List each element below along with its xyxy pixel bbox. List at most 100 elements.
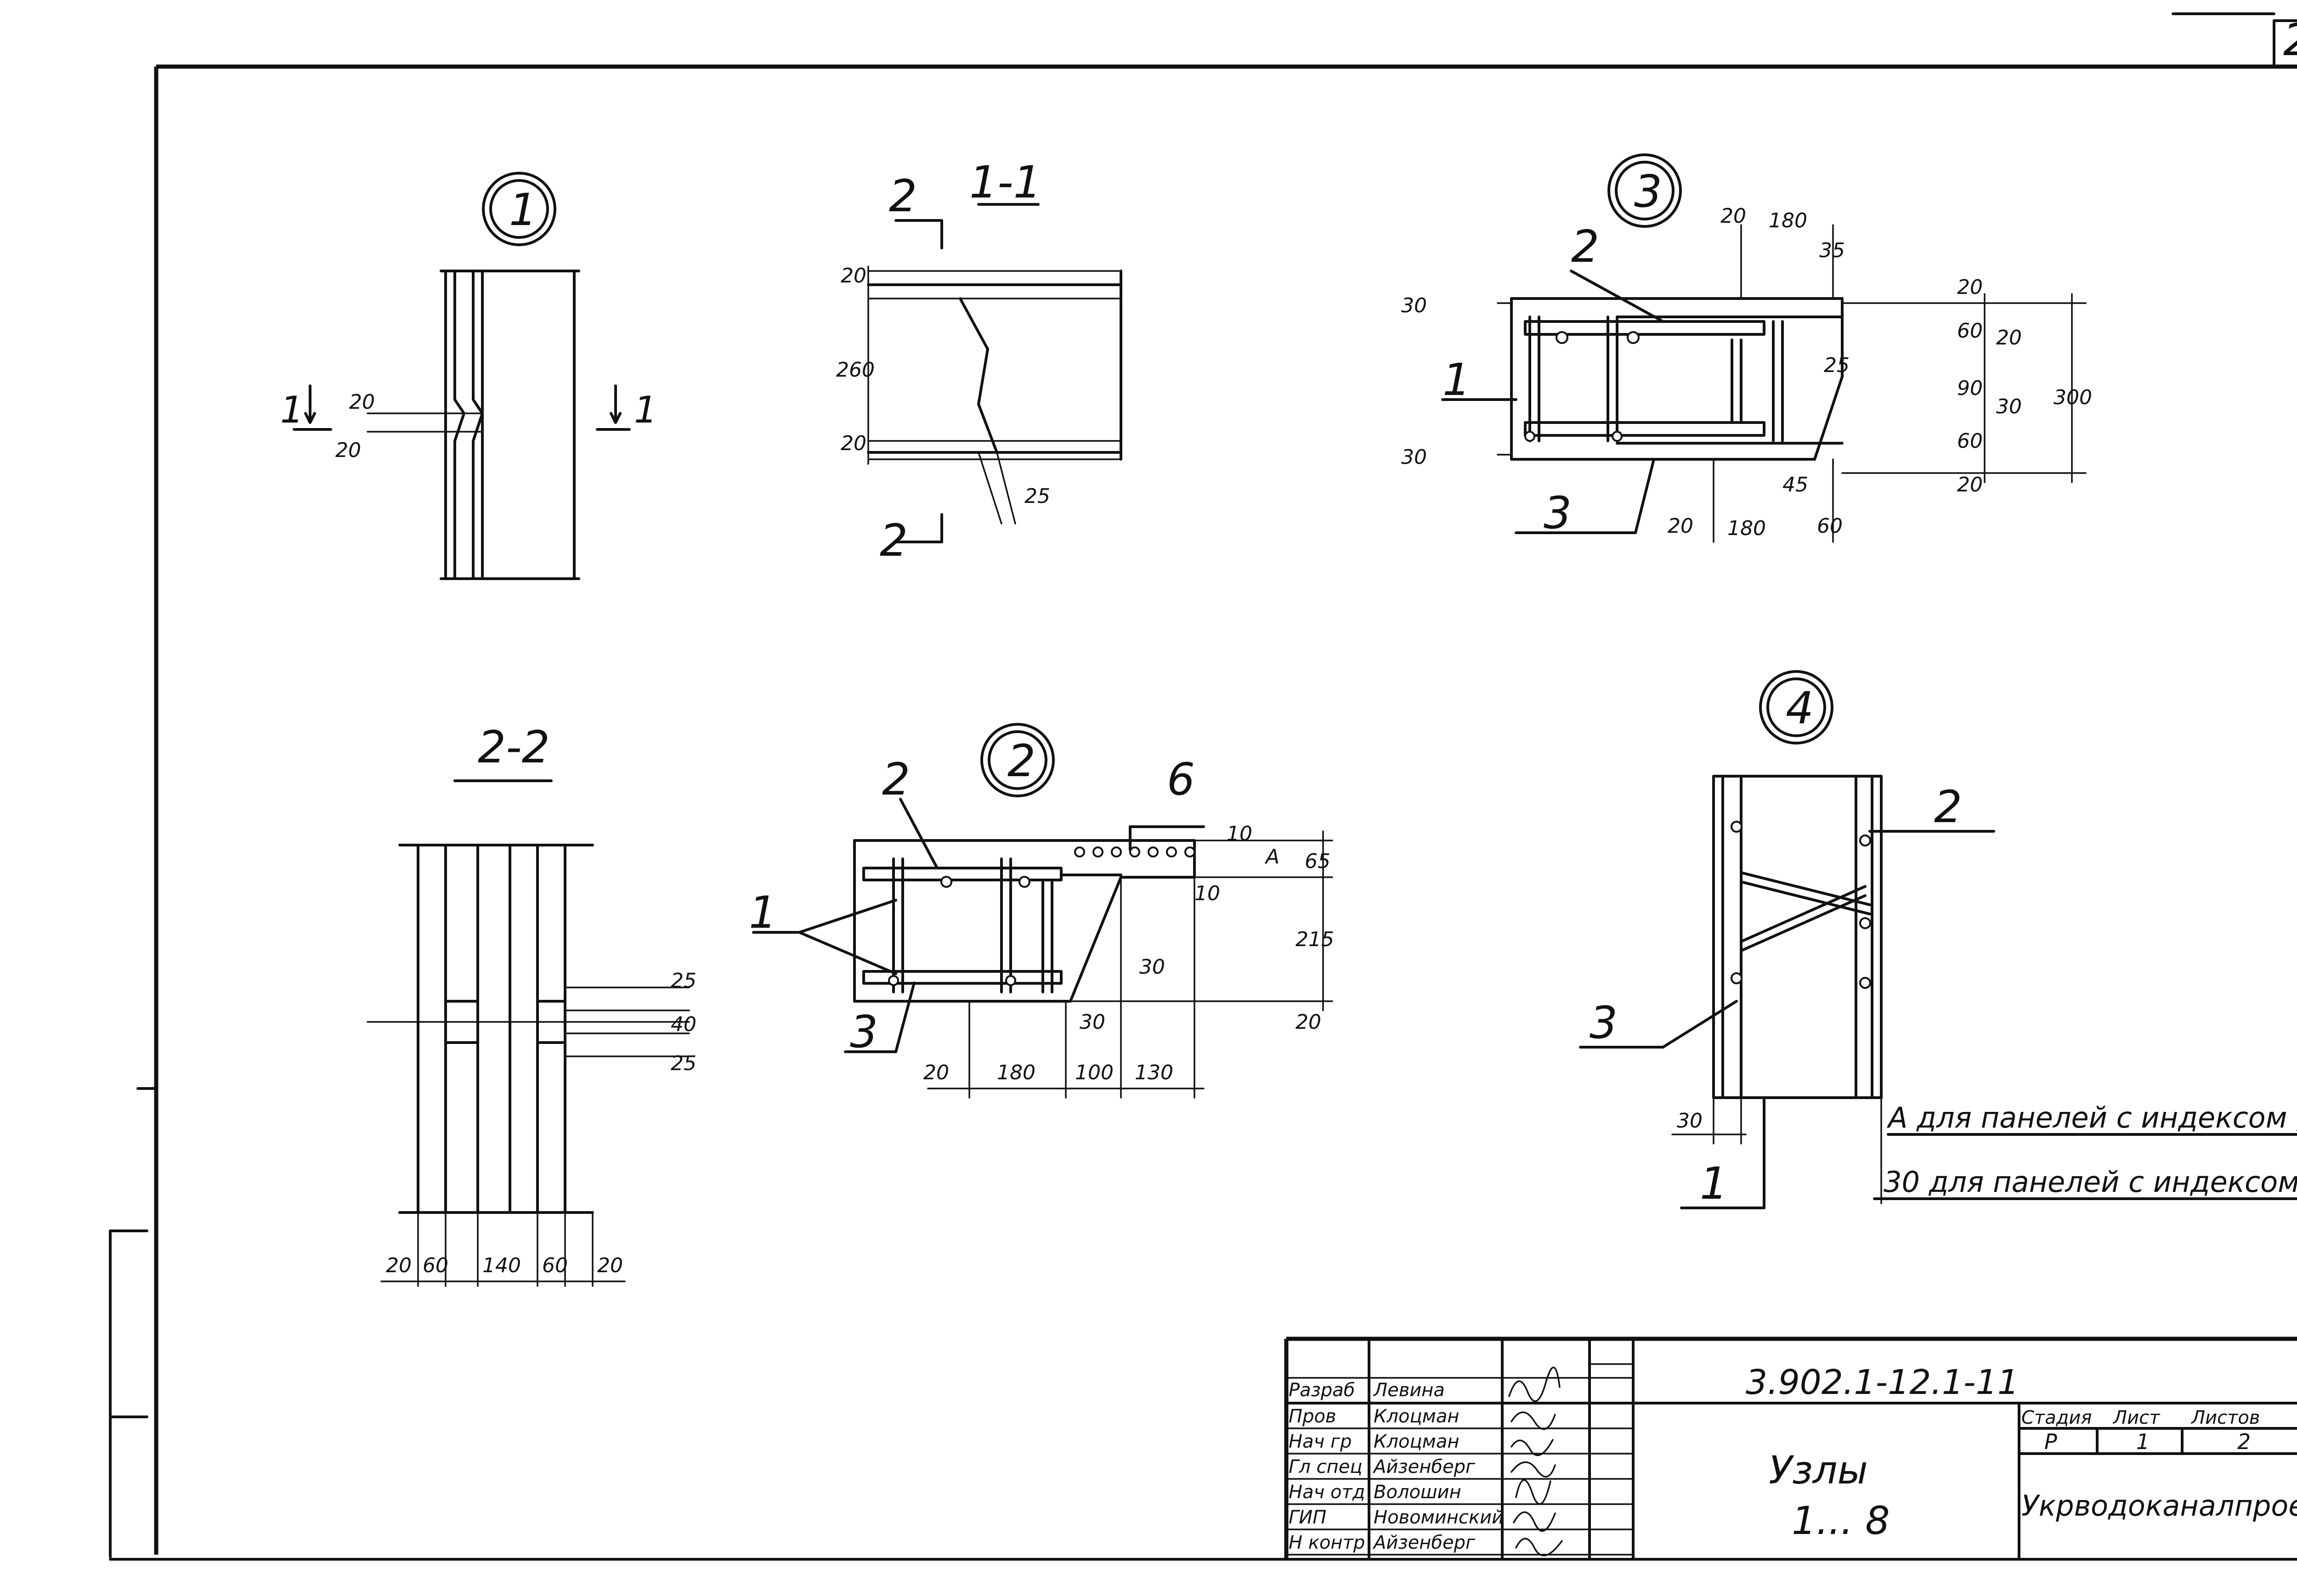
node-1-view: 1 [293, 172, 631, 580]
node-2-dim-20: 20 [1296, 1010, 1321, 1034]
section-2-2-dim-20a: 20 [386, 1254, 412, 1277]
sig-role-0: Разраб [1289, 1380, 1355, 1401]
sheet-header: Лист [2112, 1407, 2161, 1428]
section-2-2-dim-140: 140 [482, 1254, 521, 1277]
sig-name-1: Клоцман [1374, 1406, 1460, 1427]
section-2-2-title: 2-2 [478, 722, 550, 773]
node-4-view [1579, 670, 2297, 1209]
drawing-title-line2: 1... 8 [1792, 1498, 1890, 1543]
section-1-1-title: 1-1 [969, 157, 1041, 208]
node-2-dim-bottom-20: 20 [923, 1061, 949, 1084]
document-code: 3.902.1-12.1-11 [1746, 1363, 2019, 1402]
sig-role-4: Нач отд [1289, 1482, 1365, 1503]
node-2-dim-10b: 10 [1194, 882, 1220, 905]
node-2-dim-bottom-180: 180 [997, 1061, 1035, 1084]
section-1-1-dim-25: 25 [1024, 485, 1050, 508]
node-1-marker: 1 [509, 184, 537, 236]
section-1-1-dim-20a: 20 [841, 264, 866, 288]
node-2-callout-3: 3 [850, 1006, 878, 1058]
sig-name-3: Айзенберг [1372, 1456, 1476, 1478]
drawing-title-line1: Узлы [1769, 1448, 1868, 1493]
sig-name-2: Клоцман [1374, 1431, 1460, 1452]
node-2-dim-10a: 10 [1227, 822, 1252, 846]
node-3-marker: 3 [1634, 166, 1662, 217]
node-3-dim-left-30a: 30 [1401, 294, 1427, 317]
section-1-1-cut-top: 2 [889, 170, 917, 222]
node-3-dim-top-180: 180 [1769, 209, 1807, 232]
sig-name-6: Айзенберг [1372, 1532, 1476, 1553]
sheets-header: Листов [2190, 1407, 2260, 1428]
node-2-callout-6: 6 [1167, 754, 1195, 805]
node-3-dim-bottom-20: 20 [1668, 514, 1693, 538]
node-1-dim-20b: 20 [335, 439, 361, 462]
sig-name-5: Новоминский [1374, 1507, 1504, 1528]
node-3-dim-bottom-60: 60 [1817, 514, 1843, 538]
section-2-2-dim-40: 40 [671, 1013, 696, 1036]
organization-name: Укрводоканалпроект [2021, 1489, 2297, 1523]
section-1-1-dim-20b: 20 [841, 432, 866, 455]
sig-name-4: Волошин [1374, 1482, 1461, 1503]
node-2-dim-A: A [1264, 845, 1279, 868]
node-2-marker: 2 [1007, 735, 1035, 787]
sig-role-2: Нач гр [1289, 1431, 1352, 1452]
node-3-dim-left-30b: 30 [1401, 446, 1427, 469]
node-3-dim-right-20b: 20 [1996, 326, 2022, 350]
stage-value: Р [2044, 1429, 2057, 1454]
node-3-dim-bottom-45: 45 [1782, 473, 1808, 496]
node-3-dim-right-20a: 20 [1957, 276, 1983, 299]
node-1-dim-20a: 20 [349, 390, 375, 414]
sig-role-5: ГИП [1289, 1507, 1326, 1528]
node-3-dim-top-20: 20 [1720, 204, 1746, 228]
node-3-dim-right-60a: 60 [1957, 319, 1983, 343]
section-2-2-view [367, 779, 690, 1287]
node-2-view [752, 723, 1333, 1099]
section-2-2-dim-25a: 25 [671, 969, 696, 993]
section-1-1-dim-260: 260 [836, 358, 875, 382]
sig-role-6: Н контр [1289, 1532, 1365, 1553]
node-3-callout-2: 2 [1571, 221, 1599, 272]
node-2-callout-1: 1 [749, 887, 777, 938]
node-4-callout-2: 2 [1934, 781, 1962, 833]
node-3-dim-right-300: 300 [2054, 386, 2092, 409]
node-1-cut-right: 1 [634, 389, 657, 431]
node-3-dim-right-20c: 20 [1957, 473, 1983, 496]
node-3-dim-right-60b: 60 [1957, 429, 1983, 453]
node-2-dim-bottom-100: 100 [1075, 1061, 1114, 1084]
section-2-2-dim-25b: 25 [671, 1052, 696, 1075]
node-4-dim-30: 30 [1677, 1109, 1703, 1133]
node-3-dim-top-35: 35 [1819, 239, 1845, 262]
sheet-frame [109, 12, 2297, 1561]
node-3-dim-right-90: 90 [1957, 377, 1983, 400]
node-2-dim-bottom-130: 130 [1135, 1061, 1173, 1084]
node-3-view [1441, 153, 2087, 543]
node-2-dim-30b: 30 [1080, 1010, 1105, 1034]
node-3-callout-1: 1 [1443, 354, 1471, 406]
node-2-dim-65: 65 [1305, 850, 1330, 873]
node-1-cut-left: 1 [280, 389, 304, 431]
section-2-2-dim-60a: 60 [423, 1254, 448, 1277]
node-3-dim-right-25: 25 [1824, 354, 1850, 377]
node-3-callout-3: 3 [1544, 487, 1572, 539]
sig-role-3: Гл спец [1289, 1456, 1363, 1478]
node-4-marker: 4 [1786, 682, 1814, 734]
page-number: 27 [2283, 14, 2297, 66]
node-4-note-k: А для панелей с индексом „К" [1886, 1101, 2297, 1134]
node-2-dim-215: 215 [1296, 928, 1334, 951]
section-1-1-view [867, 203, 1122, 543]
node-4-callout-1: 1 [1700, 1158, 1728, 1209]
section-2-2-dim-20b: 20 [597, 1254, 623, 1277]
node-4-note-sh: 30 для панелей с индексом „Ш" [1884, 1165, 2297, 1199]
node-4-callout-3: 3 [1590, 997, 1618, 1049]
node-2-callout-2: 2 [882, 754, 910, 805]
node-3-dim-right-30: 30 [1996, 395, 2022, 418]
sig-role-1: Пров [1289, 1406, 1336, 1427]
title-block-grid [1285, 1363, 1634, 1556]
stage-header: Стадия [2021, 1407, 2092, 1428]
sheet-number-value: 1 [2136, 1429, 2150, 1454]
node-2-dim-30a: 30 [1139, 955, 1165, 979]
sig-name-0: Левина [1373, 1380, 1445, 1401]
node-3-dim-bottom-180: 180 [1727, 517, 1766, 540]
sheets-total-value: 2 [2237, 1429, 2251, 1454]
